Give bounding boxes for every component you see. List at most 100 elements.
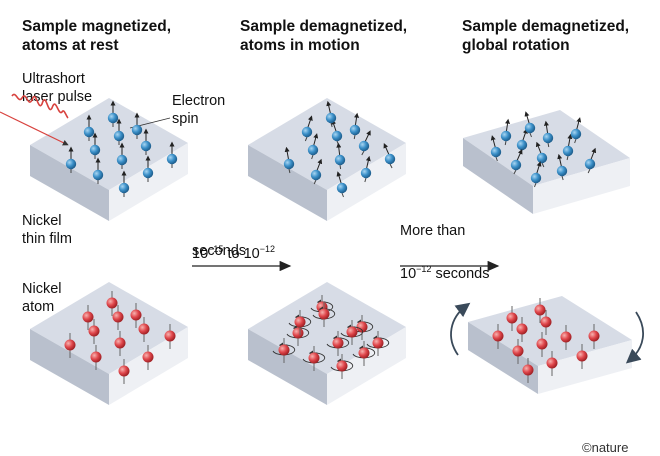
atom-sphere: [492, 330, 504, 342]
atom-sphere: [512, 345, 524, 357]
title-demagnetized-rotation: Sample demagnetized, global rotation: [462, 18, 630, 54]
atom-sphere: [534, 304, 546, 316]
electron-sphere: [118, 182, 130, 194]
atom-sphere: [540, 316, 552, 328]
electron: [107, 100, 119, 127]
electron: [562, 133, 574, 161]
slab-left: [248, 145, 327, 221]
electron: [358, 130, 371, 156]
nickel-atom: [522, 358, 534, 383]
electron-sphere: [536, 152, 548, 164]
slab-left: [30, 145, 109, 221]
nickel-atom: [164, 324, 176, 349]
electron-sphere: [325, 112, 337, 124]
electron: [584, 147, 597, 174]
spin-tail: [330, 122, 333, 128]
electron-sphere: [283, 158, 295, 170]
nickel-atom: [288, 310, 312, 335]
atom-sphere: [90, 351, 102, 363]
electron: [83, 114, 95, 141]
electron-sphere: [307, 144, 319, 156]
motion-orbit-icon: [310, 299, 334, 313]
nickel-atom: [516, 317, 528, 342]
atom-sphere: [560, 331, 572, 343]
atom-sphere: [64, 339, 76, 351]
atom-sphere: [278, 344, 290, 356]
atom-sphere: [294, 316, 306, 328]
electron: [383, 143, 396, 169]
nickel-atom: [366, 331, 390, 356]
spin-tail: [529, 132, 532, 138]
electron-sphere: [113, 130, 125, 142]
rotation-arrow-right: [625, 311, 644, 364]
spin-tail: [311, 154, 314, 160]
label-nickel-atom: Nickel atom: [22, 281, 62, 315]
slab-left: [468, 322, 538, 394]
laser-arrow: [0, 111, 69, 146]
timing-exp-1: −15: [208, 244, 224, 254]
spin-tail: [547, 142, 550, 148]
nickel-atom: [340, 320, 364, 345]
electron-sphere: [516, 139, 528, 151]
nickel-atom: [82, 305, 94, 330]
electron-sphere: [142, 167, 154, 179]
motion-orbit-icon: [286, 325, 310, 339]
nickel-atom: [130, 303, 142, 328]
spin-tail: [364, 177, 367, 183]
spin-tail: [574, 138, 577, 144]
timing-unit-slow: seconds: [431, 265, 490, 282]
nickel-atom: [112, 305, 124, 330]
timing-exp-2: −12: [259, 244, 275, 254]
atom-sphere: [118, 365, 130, 377]
nickel-atom: [352, 341, 376, 366]
atom-sphere: [372, 337, 384, 349]
electron: [556, 153, 568, 181]
motion-orbit-icon: [312, 306, 336, 320]
nickel-atom: [302, 346, 326, 371]
atom-sphere: [164, 330, 176, 342]
nickel-atom: [272, 338, 296, 363]
nickel-atom: [286, 321, 310, 346]
spin-tail: [361, 150, 365, 156]
nickel-atom: [326, 331, 350, 356]
atom-sphere: [318, 308, 330, 320]
atom-sphere: [142, 351, 154, 363]
electron-sphere: [530, 172, 542, 184]
electron: [310, 158, 323, 185]
atom-sphere: [588, 330, 600, 342]
electron: [510, 149, 523, 175]
electron-sphere: [140, 140, 152, 152]
electron: [524, 111, 536, 138]
electron: [131, 112, 143, 139]
nickel-atom: [90, 345, 102, 370]
nickel-atom: [512, 339, 524, 364]
spin-tail: [353, 134, 356, 140]
nickel-atom: [546, 351, 558, 376]
atom-sphere: [336, 360, 348, 372]
nickel-atom: [138, 317, 150, 342]
electron-sphere: [92, 169, 104, 181]
nickel-atom: [588, 324, 600, 349]
electron: [142, 155, 154, 182]
electron-sphere: [556, 165, 568, 177]
slab-left: [463, 138, 533, 214]
slab-left: [30, 329, 109, 405]
electron-sphere: [89, 144, 101, 156]
electron-sphere: [65, 158, 77, 170]
atom-sphere: [546, 357, 558, 369]
electron: [301, 115, 313, 142]
spin-tail: [561, 175, 564, 181]
electron: [530, 161, 542, 188]
timing-base-1: 10: [192, 245, 209, 262]
motion-orbit-icon: [366, 335, 390, 349]
spin-tail: [504, 140, 507, 146]
spin-tail: [304, 136, 308, 142]
atom-sphere: [130, 309, 142, 321]
nickel-atom: [106, 291, 118, 316]
nickel-atom: [114, 331, 126, 356]
electron-sphere: [562, 145, 574, 157]
electron-sphere: [131, 124, 143, 136]
atom-sphere: [522, 364, 534, 376]
spin-tail: [288, 168, 291, 174]
spin-tail: [513, 169, 517, 175]
